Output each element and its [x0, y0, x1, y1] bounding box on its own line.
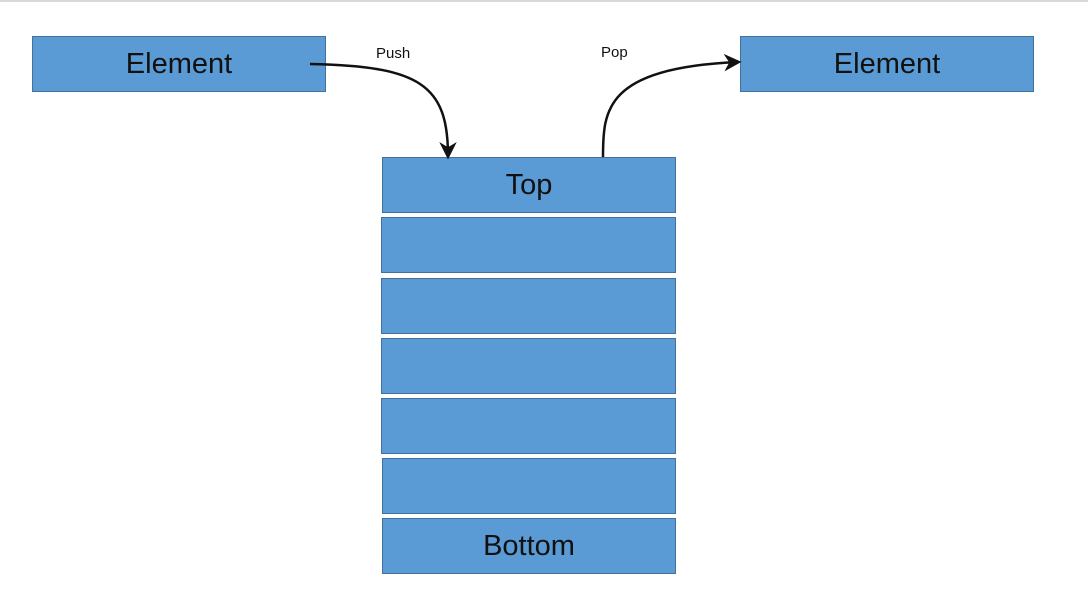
- push-label: Push: [376, 45, 411, 62]
- left-element-box: Element: [32, 36, 326, 92]
- left-element-label: Element: [125, 47, 233, 80]
- right-element-box: Element: [740, 36, 1034, 92]
- stack-cell: [382, 458, 676, 514]
- stack-cell: [381, 338, 676, 394]
- stack-cell-bottom-label: Bottom: [483, 529, 575, 562]
- stack-cell: [381, 217, 676, 273]
- right-element-label: Element: [833, 47, 941, 80]
- push-arrow: [309, 62, 457, 160]
- stack-cell-top-label: Top: [505, 168, 553, 201]
- pop-label: Pop: [601, 44, 628, 61]
- top-divider: [0, 0, 1088, 2]
- pop-arrow: [601, 53, 742, 158]
- stack-cell: [381, 398, 676, 454]
- stack-cell-bottom: Bottom: [382, 518, 676, 574]
- stack-cell: [381, 278, 676, 334]
- stack-cell-top: Top: [382, 157, 676, 213]
